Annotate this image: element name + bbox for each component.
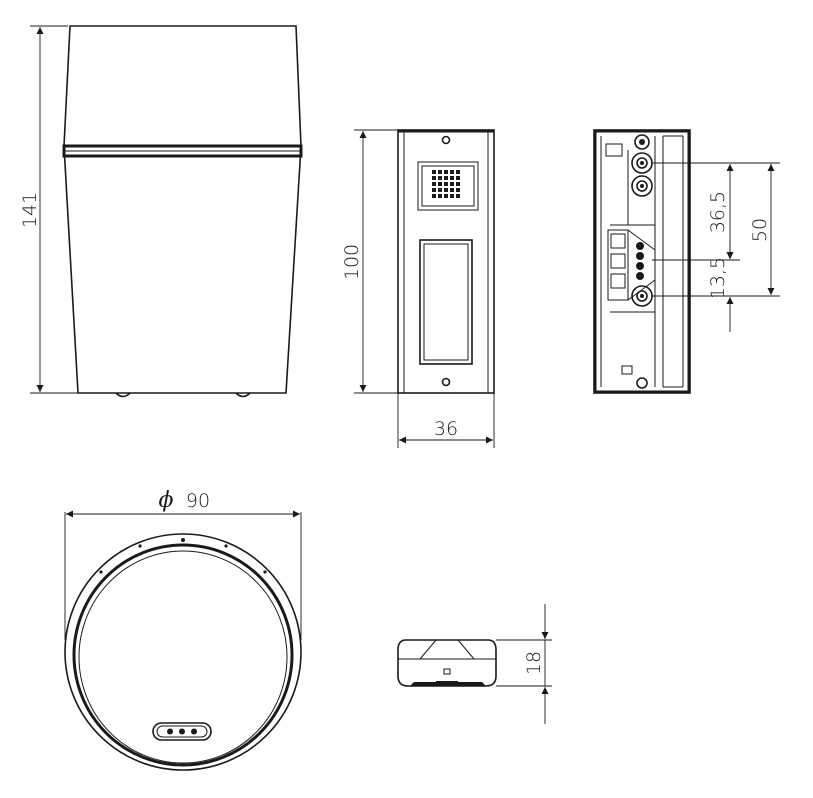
dimension-label-13-5: 13,5 [707,257,729,299]
dimension-label-100: 100 [341,244,363,280]
dimension-141: 141 [19,25,78,394]
dimension-label-90: 90 [186,490,210,512]
dimension-18: 18 [496,604,552,724]
dimension-diameter-90: ϕ 90 [64,488,302,640]
dimension-label-141: 141 [19,192,41,228]
dimension-36: 36 [397,393,495,448]
dimension-50: 50 [749,164,775,295]
bottom-view-flat [397,639,497,687]
side-view [397,129,495,394]
dimension-label-50: 50 [749,218,771,242]
speaker-grille-icon [432,170,460,198]
dimension-label-18: 18 [523,651,545,675]
dimension-label-36-5: 36,5 [707,191,729,233]
dimension-label-36: 36 [434,418,458,440]
dimension-100: 100 [341,129,398,394]
section-view [593,129,691,394]
diameter-symbol: ϕ [159,488,174,513]
dimension-36-5: 36,5 [652,162,780,261]
dimension-13-5: 13,5 [652,240,780,332]
front-view-housing [62,25,303,398]
top-view-round [64,533,302,771]
